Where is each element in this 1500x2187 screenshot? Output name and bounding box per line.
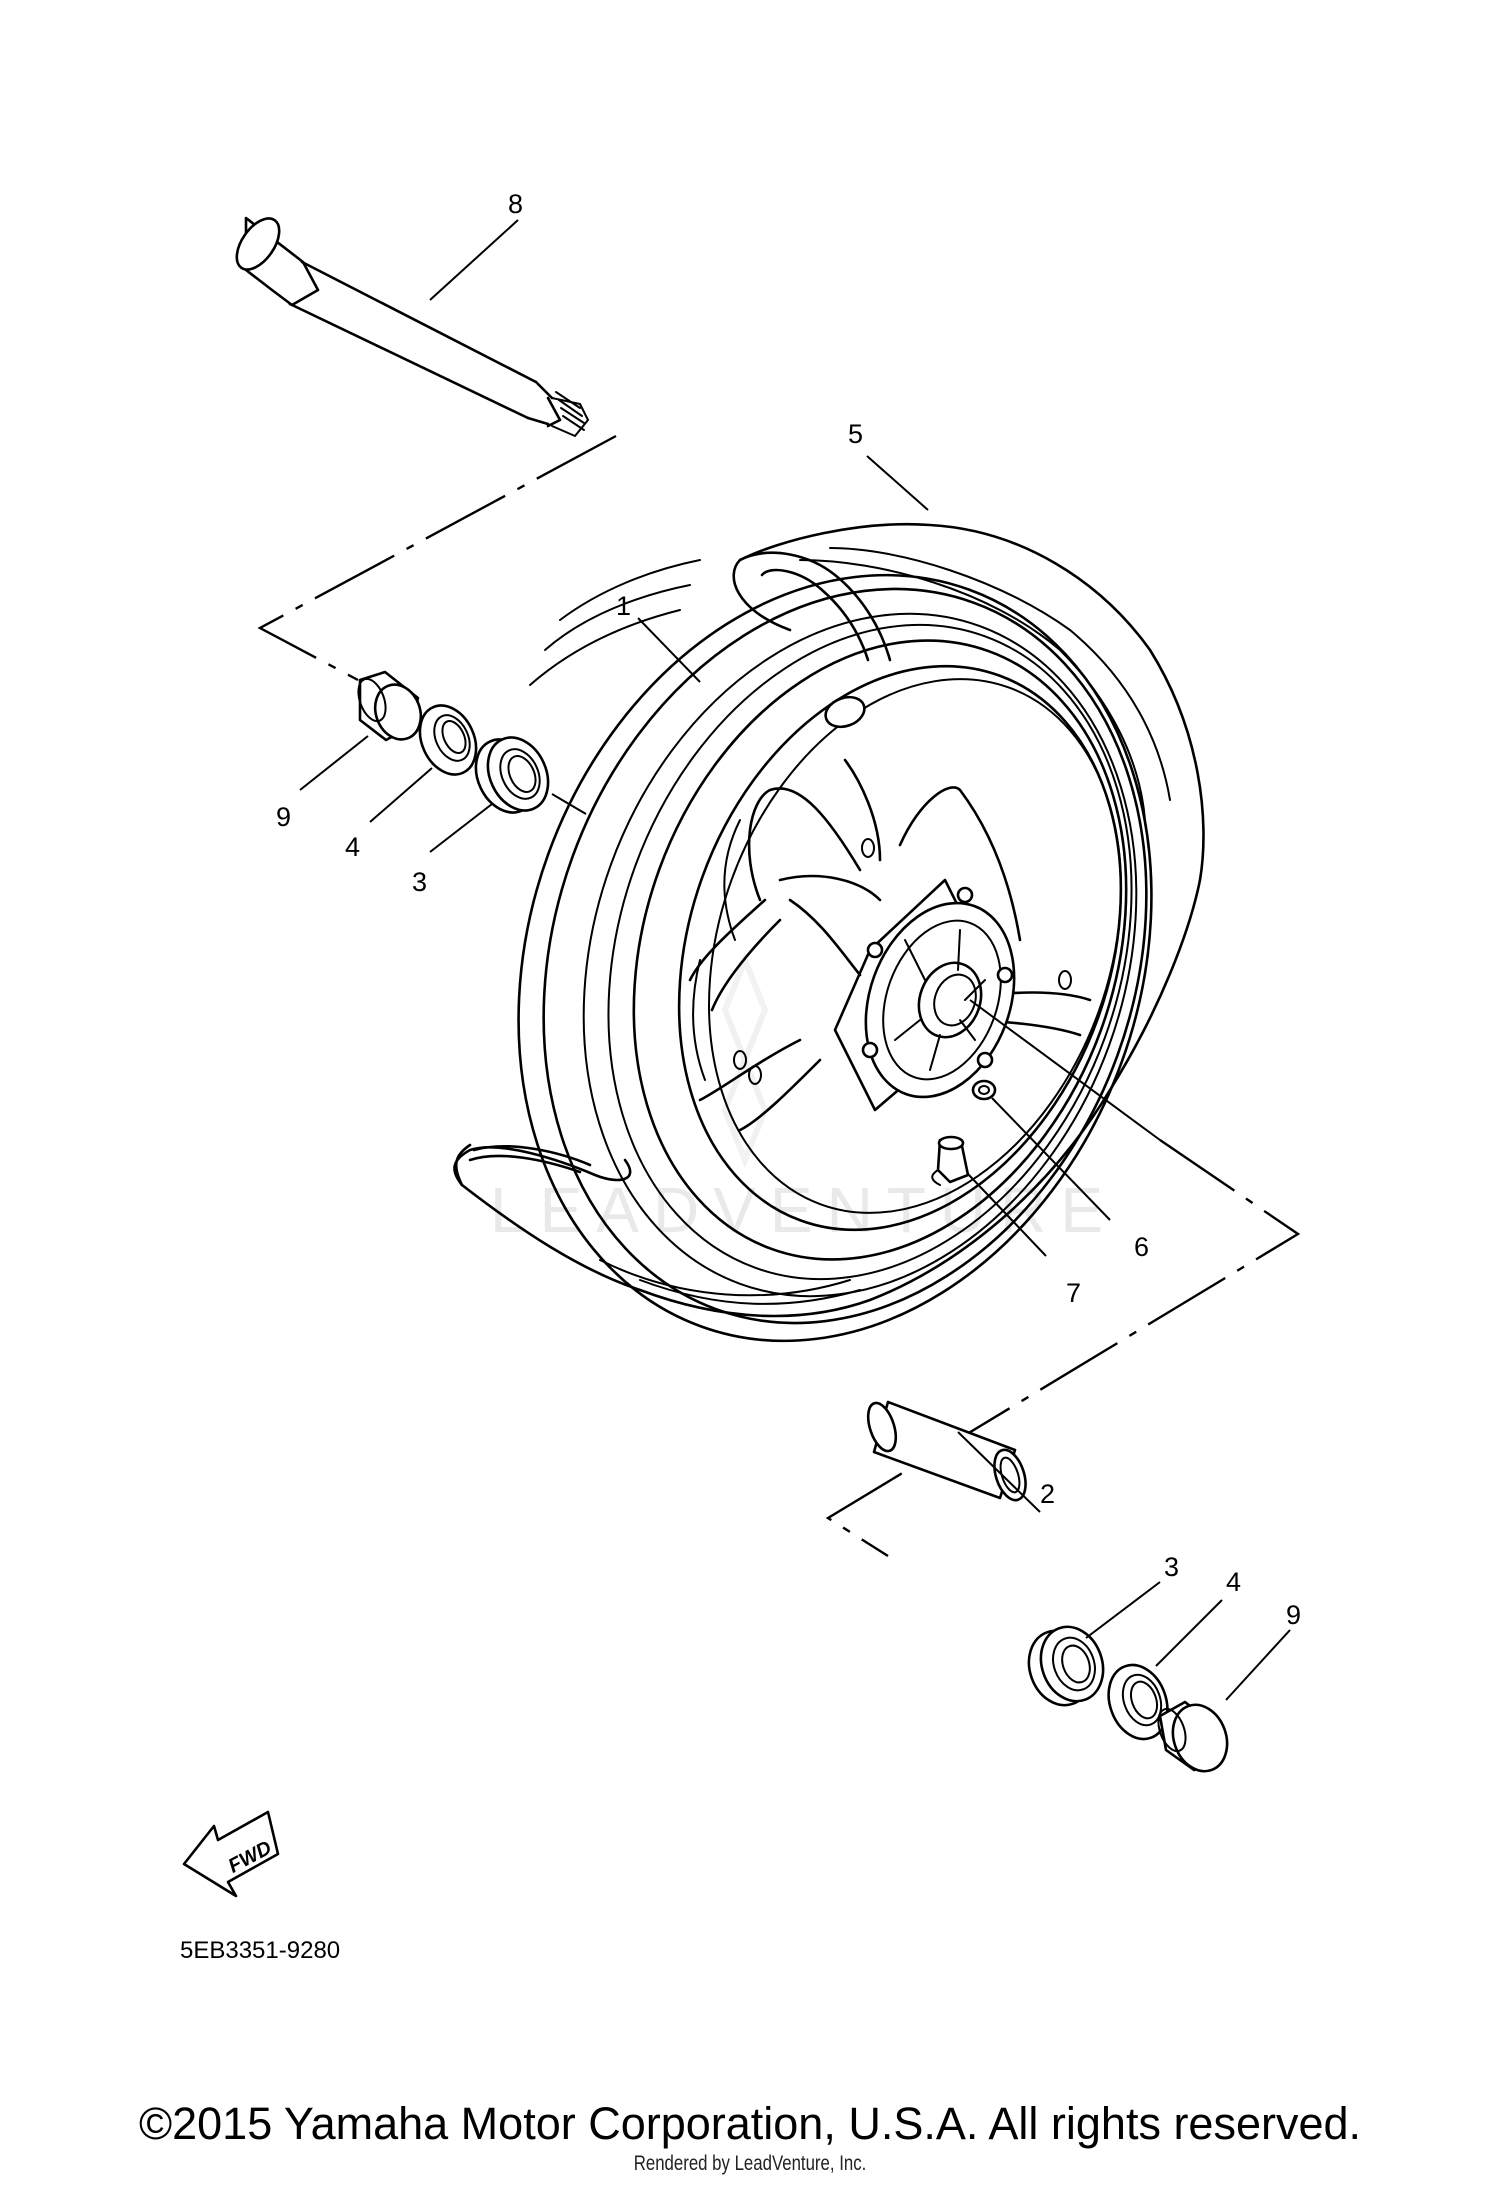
leader-4-right [1155, 1599, 1223, 1667]
leader-9-left [299, 735, 369, 791]
leader-3-right [1085, 1581, 1161, 1639]
assembly-line-right [825, 1139, 1301, 1558]
callout-3-right: 3 [1164, 1552, 1179, 1582]
callout-2: 2 [1040, 1479, 1055, 1509]
leader-4-left [369, 767, 433, 823]
collar-right [1157, 1700, 1229, 1773]
leader-8 [429, 219, 519, 301]
valve-part [931, 1135, 970, 1186]
oil-seal-left [418, 704, 478, 776]
callout-6: 6 [1134, 1232, 1149, 1262]
rendered-by-notice: Rendered by LeadVenture, Inc. [633, 2152, 867, 2175]
copyright-notice: ©2015 Yamaha Motor Corporation, U.S.A. A… [138, 2098, 1362, 2149]
spacer-tube [866, 1400, 1027, 1502]
part-code: 5EB3351-9280 [180, 1937, 340, 1964]
wheel-rim [517, 559, 1153, 1343]
callout-8: 8 [508, 189, 523, 219]
leader-6 [991, 1097, 1111, 1221]
leader-1 [637, 617, 701, 683]
axle-part [235, 216, 589, 437]
callout-4-right: 4 [1226, 1567, 1241, 1597]
collar-left [357, 670, 423, 742]
leader-5 [866, 455, 929, 511]
balance-weight [971, 1079, 997, 1101]
callout-7: 7 [1066, 1278, 1081, 1308]
assembly-line-left [257, 434, 617, 682]
bearing-right [1027, 1625, 1105, 1707]
callout-9-left: 9 [276, 802, 291, 832]
leader-2 [957, 1431, 1041, 1513]
oil-seal-right [1107, 1663, 1169, 1741]
leader-axis-center [969, 999, 1161, 1141]
callout-5: 5 [848, 419, 863, 449]
callout-9-right: 9 [1286, 1600, 1301, 1630]
bearing-left [474, 736, 550, 814]
callout-4-left: 4 [345, 832, 360, 862]
callout-3-left: 3 [412, 867, 427, 897]
leader-3-left [429, 803, 493, 853]
leader-7 [967, 1173, 1047, 1257]
callout-1: 1 [616, 591, 631, 621]
leader-9-right [1225, 1629, 1291, 1701]
wheel-hub [778, 874, 1016, 1112]
fwd-arrow-icon: FWD [182, 1810, 280, 1898]
